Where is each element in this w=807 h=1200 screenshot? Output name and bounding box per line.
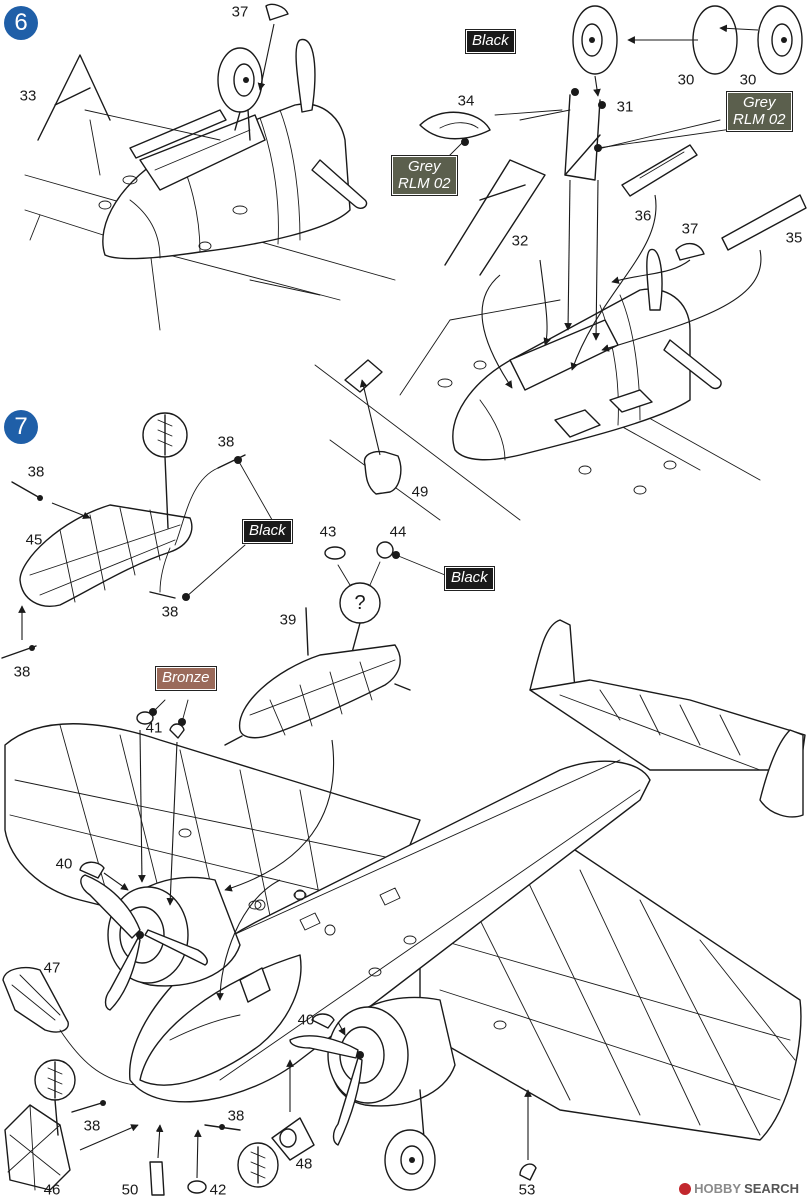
part-number: 44 xyxy=(389,523,407,541)
step-number-badge: 6 xyxy=(4,6,38,40)
watermark-text: HOBBY xyxy=(694,1181,742,1196)
part-number: 43 xyxy=(319,523,337,541)
step6-right-detail xyxy=(314,5,807,521)
part-number: 38 xyxy=(227,1107,245,1125)
watermark-text: SEARCH xyxy=(744,1181,799,1196)
part-number: 40 xyxy=(55,855,73,873)
part-number: 49 xyxy=(411,483,429,501)
part-number: 30 xyxy=(677,71,695,89)
part-number: 47 xyxy=(43,959,61,977)
part-number: 45 xyxy=(25,531,43,549)
color-callout-black: Black xyxy=(465,29,516,54)
part-number: 40 xyxy=(297,1011,315,1029)
part-number: 38 xyxy=(83,1117,101,1135)
callout-line: RLM 02 xyxy=(733,110,786,128)
part-number: 42 xyxy=(209,1181,227,1199)
color-callout-bronze: Bronze xyxy=(155,666,217,691)
part-number: 39 xyxy=(279,611,297,629)
watermark: HOBBY SEARCH xyxy=(679,1181,799,1196)
part-number: 50 xyxy=(121,1181,139,1199)
part-number: 37 xyxy=(231,3,249,21)
part-number: 38 xyxy=(217,433,235,451)
part-number: 38 xyxy=(27,463,45,481)
part-number: 30 xyxy=(739,71,757,89)
part-number: 36 xyxy=(634,207,652,225)
question-mark: ? xyxy=(354,592,366,614)
callout-line: Grey xyxy=(408,158,441,175)
callout-line: RLM 02 xyxy=(398,174,451,192)
part-number: 48 xyxy=(295,1155,313,1173)
part-number: 46 xyxy=(43,1181,61,1199)
step-number-badge: 7 xyxy=(4,410,38,444)
part-number: 32 xyxy=(511,232,529,250)
part-number: 35 xyxy=(785,229,803,247)
color-callout-grey-rlm02: Grey RLM 02 xyxy=(391,155,458,196)
part-number: 33 xyxy=(19,87,37,105)
part-number: 53 xyxy=(518,1181,536,1199)
color-callout-grey-rlm02: Grey RLM 02 xyxy=(726,91,793,132)
brand-logo-icon xyxy=(679,1182,692,1195)
color-callout-black: Black xyxy=(242,519,293,544)
part-number: 34 xyxy=(457,92,475,110)
part-number: 38 xyxy=(13,663,31,681)
callout-line: Grey xyxy=(743,94,776,111)
part-number: 31 xyxy=(616,98,634,116)
part-number: 38 xyxy=(161,603,179,621)
part-number: 37 xyxy=(681,220,699,238)
step6-left-detail xyxy=(24,3,396,331)
step7-detail xyxy=(1,412,806,1196)
color-callout-black: Black xyxy=(444,566,495,591)
part-number: 41 xyxy=(145,719,163,737)
